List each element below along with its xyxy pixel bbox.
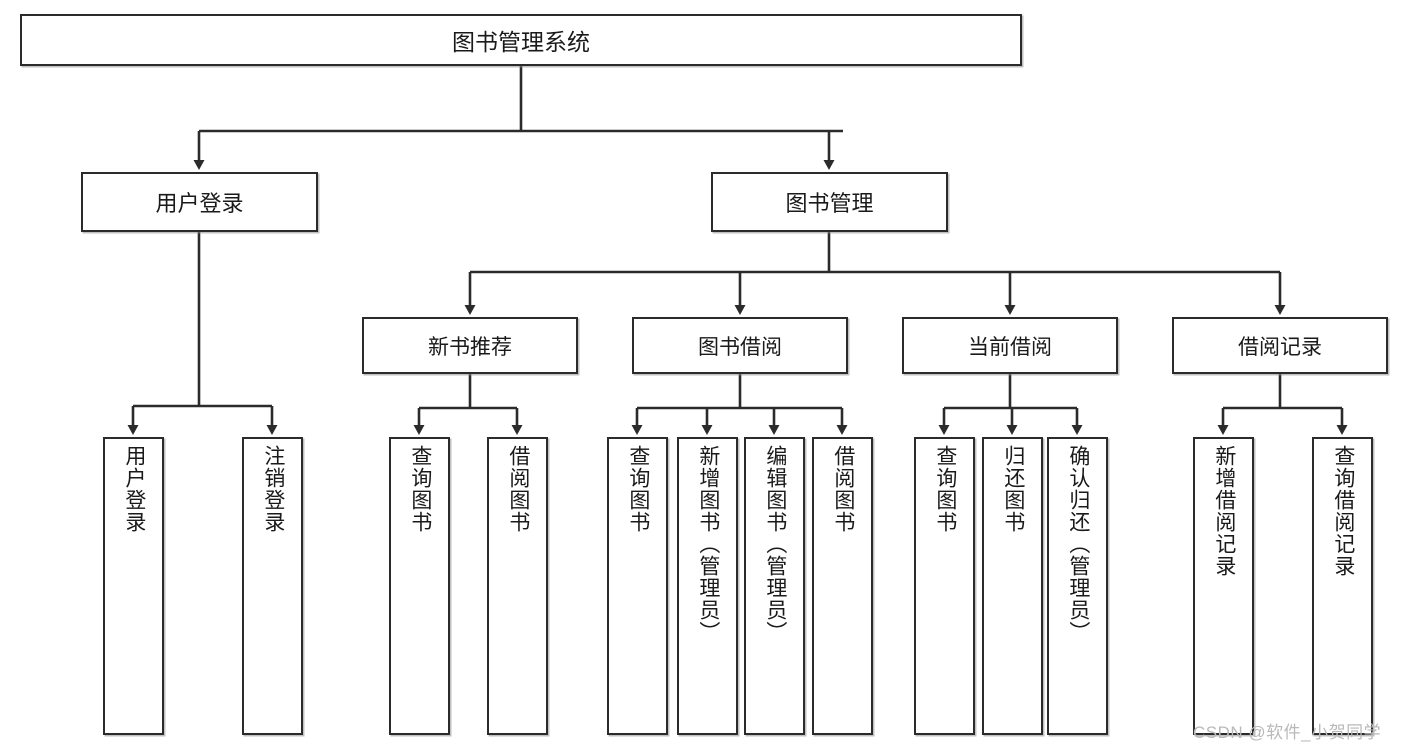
leaf-return-book[interactable]: 归还图书 bbox=[982, 437, 1043, 735]
leaf-add-book-admin[interactable]: 新增图书（管理员） bbox=[677, 437, 738, 735]
leaf-edit-book-admin[interactable]: 编辑图书（管理员） bbox=[744, 437, 805, 735]
node-label: 查询图书 bbox=[408, 445, 432, 533]
node-label: 查询借阅记录 bbox=[1331, 445, 1355, 577]
node-label: 用户登录 bbox=[155, 191, 244, 216]
leaf-query-book-recommend[interactable]: 查询图书 bbox=[389, 437, 450, 735]
node-label: 图书管理系统 bbox=[452, 29, 590, 55]
node-label: 查询图书 bbox=[626, 445, 650, 533]
node-label: 编辑图书（管理员） bbox=[763, 445, 787, 643]
node-label: 查询图书 bbox=[933, 445, 957, 533]
node-label: 借阅图书 bbox=[506, 445, 530, 533]
leaf-query-book-current[interactable]: 查询图书 bbox=[914, 437, 975, 735]
node-label: 确认归还（管理员） bbox=[1066, 445, 1090, 643]
leaf-user-login[interactable]: 用户登录 bbox=[103, 437, 164, 735]
node-book-borrow[interactable]: 图书借阅 bbox=[632, 317, 848, 374]
node-label: 新书推荐 bbox=[428, 335, 512, 359]
node-current-borrow[interactable]: 当前借阅 bbox=[902, 317, 1118, 374]
node-label: 新增借阅记录 bbox=[1212, 445, 1236, 577]
node-label: 借阅图书 bbox=[831, 445, 855, 533]
node-user-login[interactable]: 用户登录 bbox=[81, 172, 318, 232]
node-book-management[interactable]: 图书管理 bbox=[711, 172, 948, 232]
leaf-add-borrow-record[interactable]: 新增借阅记录 bbox=[1193, 437, 1254, 735]
node-label: 归还图书 bbox=[1001, 445, 1025, 533]
node-label: 新增图书（管理员） bbox=[696, 445, 720, 643]
node-new-book-recommend[interactable]: 新书推荐 bbox=[362, 317, 578, 374]
node-root[interactable]: 图书管理系统 bbox=[20, 14, 1022, 66]
node-label: 当前借阅 bbox=[968, 335, 1052, 359]
leaf-query-book-borrow[interactable]: 查询图书 bbox=[607, 437, 668, 735]
leaf-borrow-book[interactable]: 借阅图书 bbox=[812, 437, 873, 735]
leaf-borrow-book-recommend[interactable]: 借阅图书 bbox=[487, 437, 548, 735]
watermark: CSDN @软件_小贺同学 bbox=[1193, 723, 1382, 742]
leaf-query-borrow-record[interactable]: 查询借阅记录 bbox=[1312, 437, 1373, 735]
leaf-confirm-return-admin[interactable]: 确认归还（管理员） bbox=[1047, 437, 1108, 735]
node-borrow-records[interactable]: 借阅记录 bbox=[1172, 317, 1388, 374]
leaf-logout[interactable]: 注销登录 bbox=[242, 437, 303, 735]
node-label: 借阅记录 bbox=[1238, 335, 1322, 359]
node-label: 用户登录 bbox=[122, 445, 146, 533]
node-label: 注销登录 bbox=[261, 445, 285, 533]
node-label: 图书借阅 bbox=[698, 335, 782, 359]
node-label: 图书管理 bbox=[785, 191, 874, 216]
